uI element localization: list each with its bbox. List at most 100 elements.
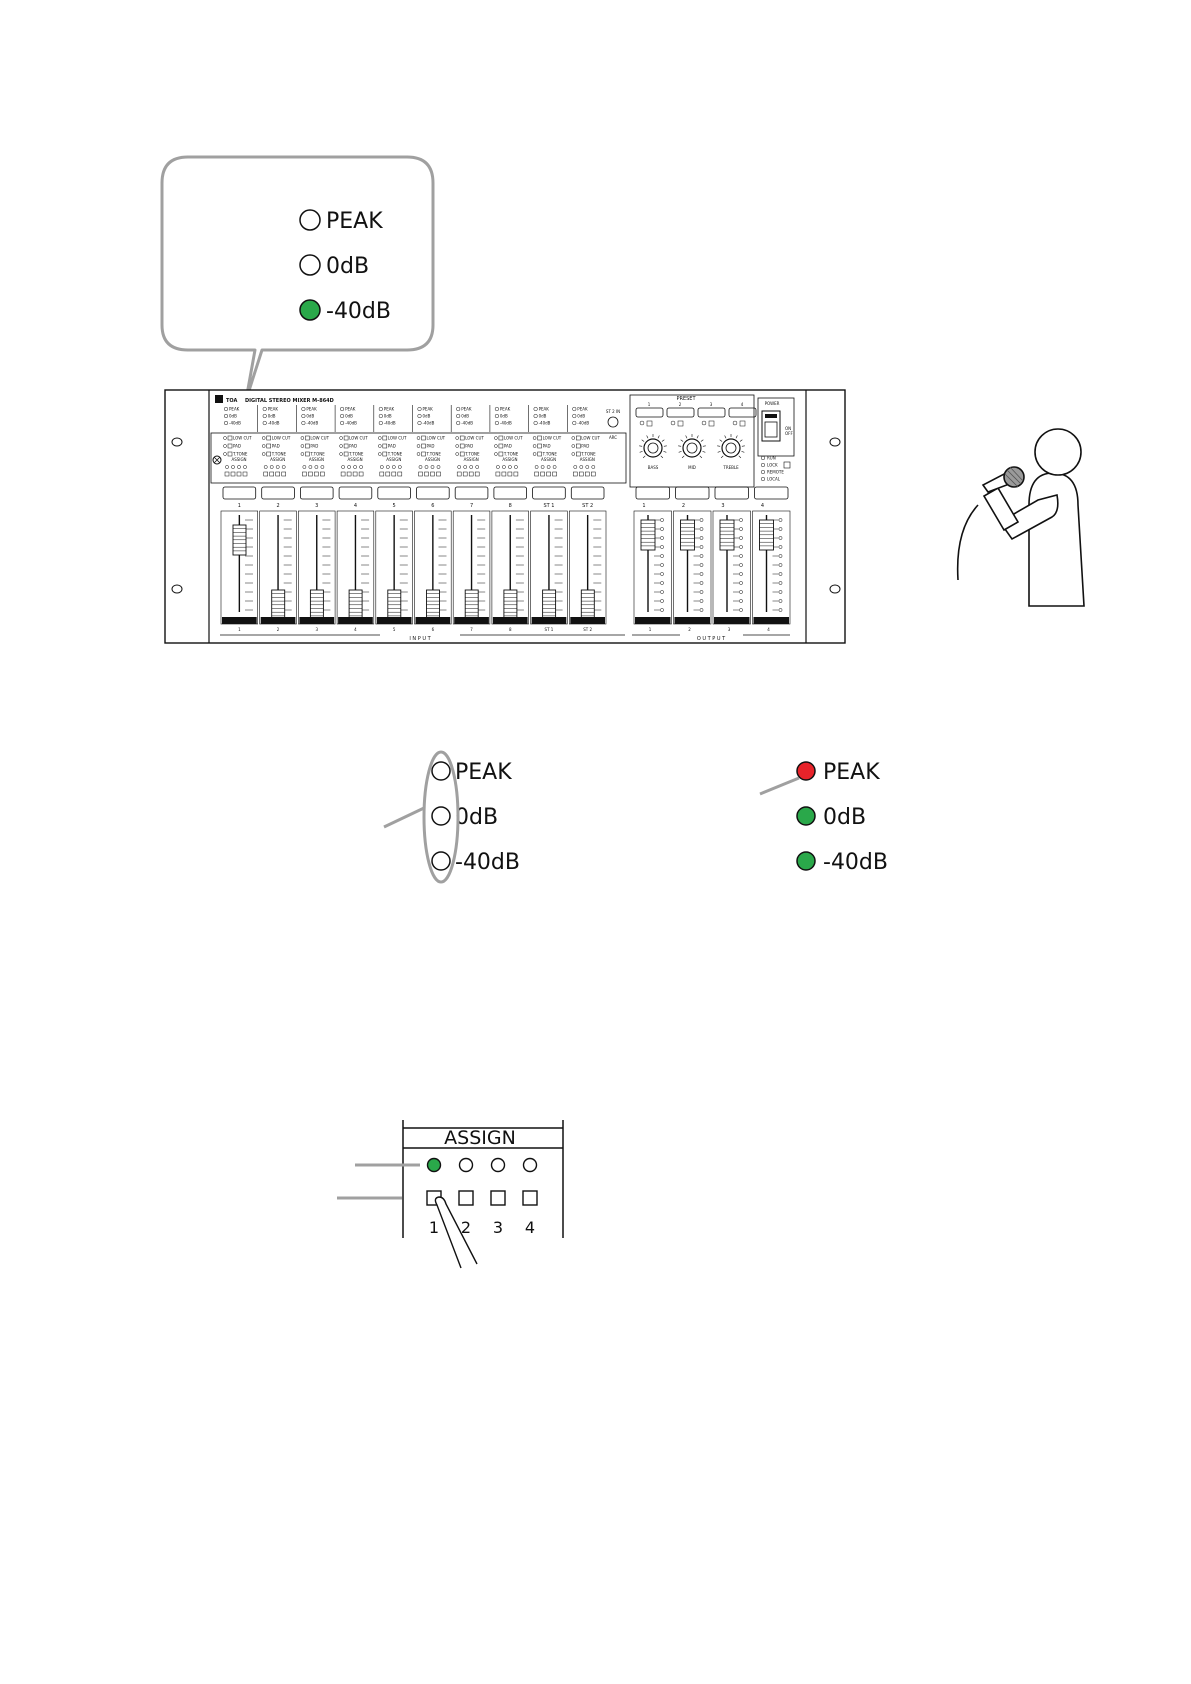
rotary-knob[interactable]: [682, 438, 702, 458]
assign-mini-button[interactable]: [263, 471, 268, 477]
assign-mini-button[interactable]: [540, 471, 545, 477]
st2in-jack[interactable]: [607, 416, 619, 428]
assign-mini-button[interactable]: [236, 471, 242, 477]
preset-button[interactable]: [697, 407, 726, 418]
power-switch[interactable]: [761, 410, 781, 442]
assign-mini-button[interactable]: [397, 471, 403, 477]
assign-mini-button[interactable]: [281, 471, 286, 477]
assign-mini-button[interactable]: [242, 471, 248, 477]
function-key[interactable]: [498, 443, 504, 449]
function-key[interactable]: [576, 443, 581, 449]
assign-mini-label: ASSIGN: [270, 457, 285, 462]
function-key[interactable]: [227, 443, 233, 449]
status-label: LOCK: [767, 463, 778, 468]
function-key[interactable]: [459, 451, 465, 457]
assign-mini-button[interactable]: [346, 471, 352, 477]
rotary-knob[interactable]: [721, 438, 741, 458]
function-key[interactable]: [382, 451, 388, 457]
assign-button[interactable]: [490, 1190, 506, 1206]
function-key[interactable]: [576, 435, 581, 441]
function-key[interactable]: [498, 435, 504, 441]
preset-button[interactable]: [728, 407, 757, 418]
assign-button[interactable]: [458, 1190, 474, 1206]
function-key[interactable]: [266, 435, 271, 441]
function-key[interactable]: [421, 435, 426, 441]
assign-mini-button[interactable]: [269, 471, 274, 477]
function-key[interactable]: [227, 435, 233, 441]
function-key[interactable]: [537, 435, 542, 441]
function-key[interactable]: [305, 451, 310, 457]
assign-mini-button[interactable]: [462, 471, 468, 477]
preset-button[interactable]: [666, 407, 695, 418]
assign-mini-button[interactable]: [513, 471, 519, 477]
assign-mini-button[interactable]: [495, 471, 501, 477]
assign-mini-button[interactable]: [320, 471, 325, 477]
assign-mini-button[interactable]: [358, 471, 364, 477]
assign-mini-button[interactable]: [424, 471, 429, 477]
assign-mini-button[interactable]: [308, 471, 313, 477]
assign-mini-button[interactable]: [436, 471, 441, 477]
mini-led-label: -40dB: [461, 421, 473, 426]
assign-mini-button[interactable]: [552, 471, 557, 477]
output-channel-strip: 33: [712, 486, 751, 632]
function-key[interactable]: [498, 451, 504, 457]
assign-mini-button[interactable]: [546, 471, 551, 477]
assign-mini-button[interactable]: [275, 471, 280, 477]
lock-button[interactable]: [783, 461, 791, 469]
assign-mini-button[interactable]: [468, 471, 474, 477]
assign-mini-button[interactable]: [302, 471, 307, 477]
preset-button[interactable]: [635, 407, 664, 418]
function-key[interactable]: [305, 435, 310, 441]
assign-mini-button[interactable]: [507, 471, 513, 477]
channel-number: 1: [238, 503, 241, 509]
assign-mini-button[interactable]: [474, 471, 480, 477]
assign-mini-button[interactable]: [352, 471, 358, 477]
rotary-knob[interactable]: [643, 438, 663, 458]
assign-mini-button[interactable]: [456, 471, 462, 477]
function-key[interactable]: [266, 443, 271, 449]
mini-led-icon: [340, 420, 345, 426]
knob-label: TREBLE: [722, 465, 739, 470]
mini-led-icon: [456, 420, 461, 426]
assign-button[interactable]: [522, 1190, 538, 1206]
assign-mini-button[interactable]: [591, 471, 596, 477]
function-key[interactable]: [227, 451, 233, 457]
assign-mini-button[interactable]: [579, 471, 584, 477]
function-key[interactable]: [305, 443, 310, 449]
assign-mini-button[interactable]: [501, 471, 507, 477]
function-key[interactable]: [537, 451, 542, 457]
mini-led-icon: [417, 413, 422, 419]
assign-mini-button[interactable]: [340, 471, 346, 477]
assign-mini-button[interactable]: [418, 471, 423, 477]
function-key[interactable]: [421, 451, 426, 457]
function-key[interactable]: [266, 451, 271, 457]
assign-mini-button[interactable]: [430, 471, 435, 477]
function-key[interactable]: [343, 451, 349, 457]
function-key[interactable]: [421, 443, 426, 449]
function-key[interactable]: [343, 435, 349, 441]
assign-mini-label: ASSIGN: [502, 457, 517, 462]
output-number-bottom: 3: [728, 627, 731, 632]
assign-mini-button[interactable]: [314, 471, 319, 477]
assign-number: 4: [525, 1218, 535, 1237]
assign-mini-button[interactable]: [224, 471, 230, 477]
rack-hole: [171, 584, 183, 594]
function-key[interactable]: [343, 443, 349, 449]
function-key[interactable]: [576, 451, 581, 457]
function-key[interactable]: [382, 443, 388, 449]
function-key[interactable]: [459, 443, 465, 449]
assign-mini-button[interactable]: [385, 471, 391, 477]
assign-mini-button[interactable]: [379, 471, 385, 477]
led-label: -40dB: [823, 850, 888, 875]
assign-mini-button[interactable]: [391, 471, 397, 477]
assign-mini-button[interactable]: [585, 471, 590, 477]
function-key[interactable]: [537, 443, 542, 449]
assign-mini-button[interactable]: [573, 471, 578, 477]
function-key[interactable]: [459, 435, 465, 441]
assign-mini-button[interactable]: [230, 471, 236, 477]
led-label: PEAK: [823, 760, 880, 785]
assign-mini-button[interactable]: [534, 471, 539, 477]
assign-mini-label: ASSIGN: [309, 457, 324, 462]
function-key[interactable]: [382, 435, 388, 441]
